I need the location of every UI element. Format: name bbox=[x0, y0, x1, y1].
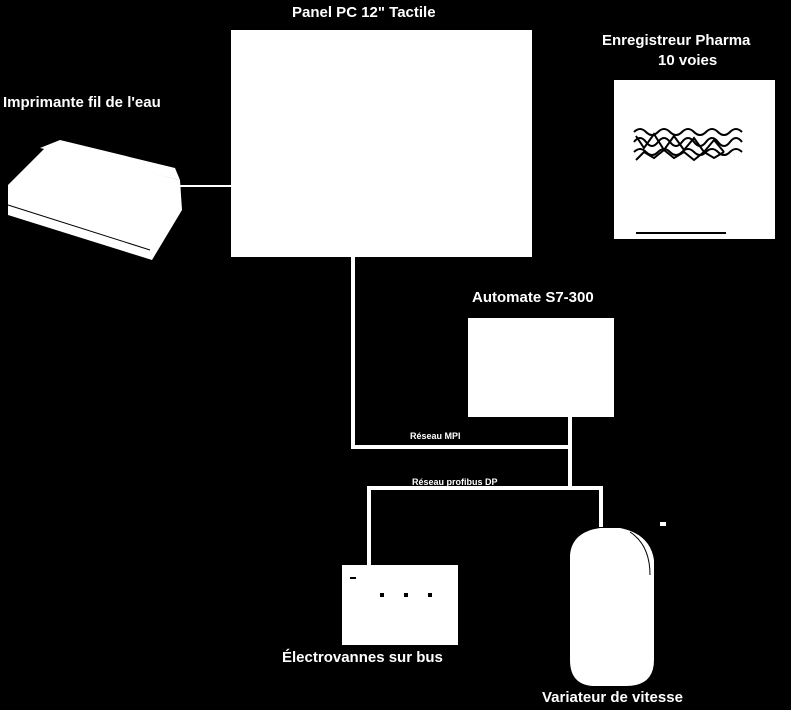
profibus-network-line bbox=[367, 486, 603, 565]
panel-pc-screen bbox=[231, 30, 532, 257]
recorder-trend-display bbox=[633, 128, 743, 234]
panel-pc-label: Panel PC 12" Tactile bbox=[292, 4, 436, 21]
printer-device bbox=[7, 140, 182, 260]
profibus-network-label: Réseau profibus DP bbox=[412, 477, 498, 487]
drive-label: Variateur de vitesse bbox=[542, 689, 683, 706]
plc-device bbox=[468, 318, 614, 417]
valves-label: Électrovannes sur bus bbox=[282, 649, 443, 666]
plc-label: Automate S7-300 bbox=[472, 289, 594, 306]
recorder-label-line2: 10 voies bbox=[658, 52, 718, 69]
recorder-label-line1: Enregistreur Pharma bbox=[602, 32, 751, 49]
printer-label: Imprimante fil de l'eau bbox=[3, 94, 161, 111]
mpi-network-line bbox=[351, 257, 572, 449]
drive-indicator bbox=[660, 522, 666, 526]
recorder-device bbox=[614, 80, 775, 239]
valves-device bbox=[342, 565, 458, 645]
valves-connectors bbox=[350, 577, 432, 597]
drive-device bbox=[570, 528, 654, 686]
mpi-network-label: Réseau MPI bbox=[410, 431, 461, 441]
